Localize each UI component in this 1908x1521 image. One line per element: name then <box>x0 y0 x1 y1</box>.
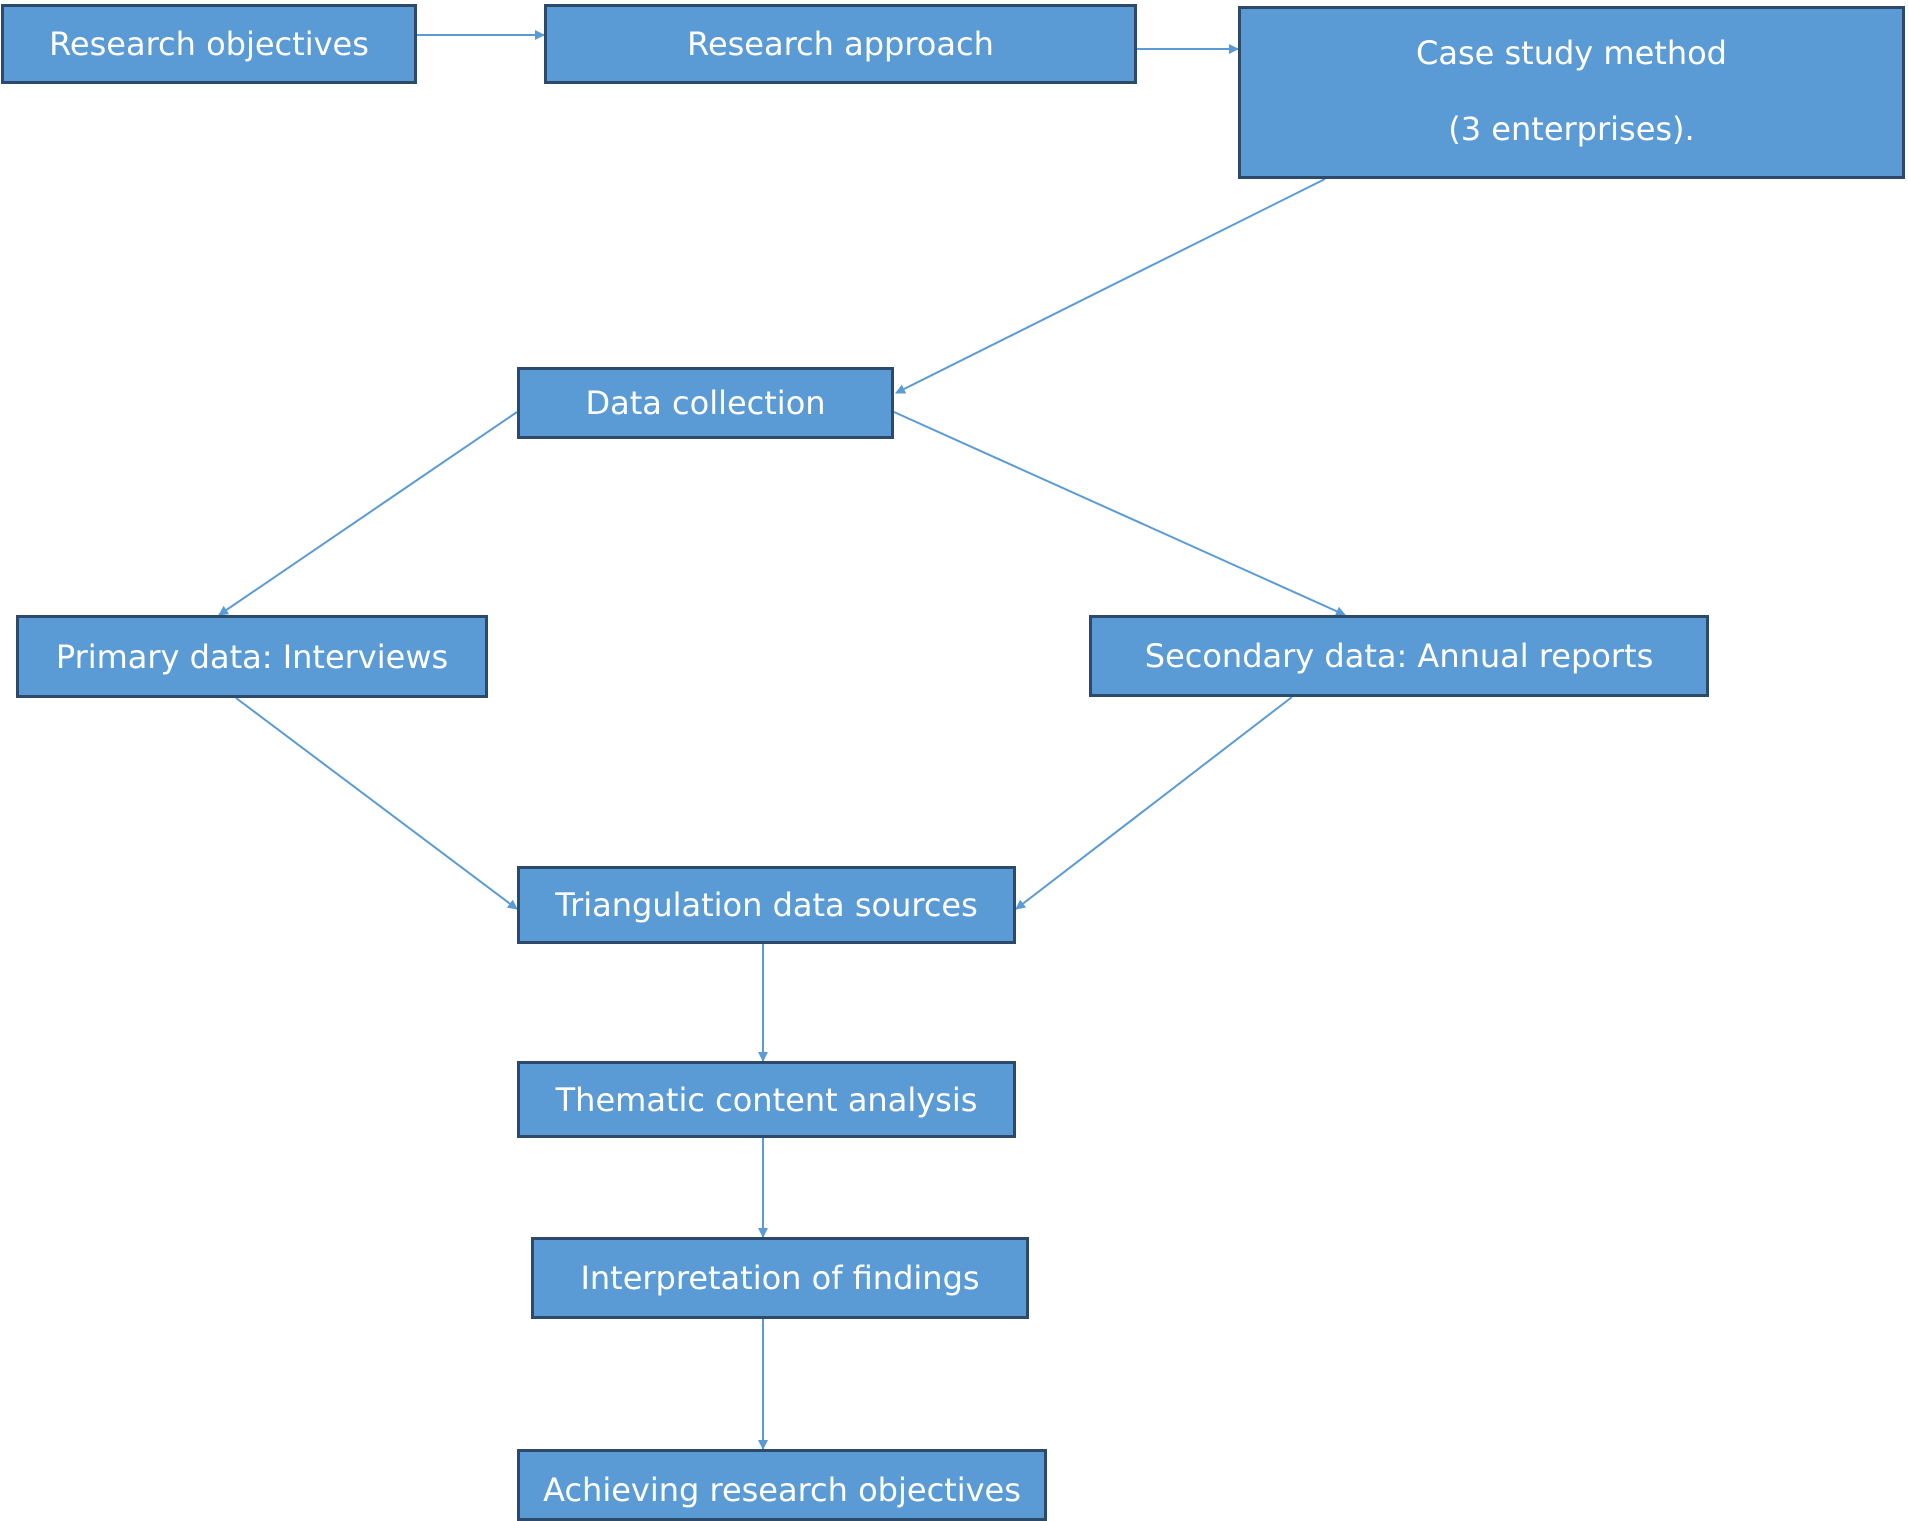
research-objectives-label: Research objectives <box>49 25 369 63</box>
research-objectives-box: Research objectives <box>1 4 417 84</box>
case-study-method-label: Case study method <box>1416 34 1727 72</box>
interpretation-label: Interpretation of findings <box>580 1259 980 1297</box>
research-approach-label: Research approach <box>687 25 994 63</box>
thematic-analysis-box: Thematic content analysis <box>517 1061 1016 1138</box>
achieving-objectives-label: Achieving research objectives <box>543 1471 1021 1509</box>
connector-data-collection-to-primary <box>218 411 518 616</box>
thematic-analysis-label: Thematic content analysis <box>555 1080 978 1119</box>
triangulation-box: Triangulation data sources <box>517 866 1016 944</box>
primary-data-box: Primary data: Interviews <box>16 615 488 698</box>
primary-data-label: Primary data: Interviews <box>55 637 449 676</box>
interpretation-box: Interpretation of findings <box>531 1237 1029 1319</box>
connector-case-study-to-data-collection <box>895 178 1326 394</box>
triangulation-label: Triangulation data sources <box>555 886 978 924</box>
data-collection-label: Data collection <box>585 384 826 422</box>
connector-secondary-to-triangulation <box>1015 696 1293 910</box>
secondary-data-box: Secondary data: Annual reports <box>1089 615 1709 697</box>
data-collection-box: Data collection <box>517 367 894 439</box>
case-study-enterprises-label: (3 enterprises). <box>1448 110 1695 148</box>
connector-data-collection-to-secondary <box>893 411 1346 616</box>
research-approach-box: Research approach <box>544 4 1137 84</box>
achieving-objectives-box: Achieving research objectives <box>517 1449 1047 1521</box>
connector-primary-to-triangulation <box>235 697 518 910</box>
secondary-data-label: Secondary data: Annual reports <box>1144 637 1654 675</box>
case-study-method-box: Case study method (3 enterprises). <box>1238 6 1905 179</box>
